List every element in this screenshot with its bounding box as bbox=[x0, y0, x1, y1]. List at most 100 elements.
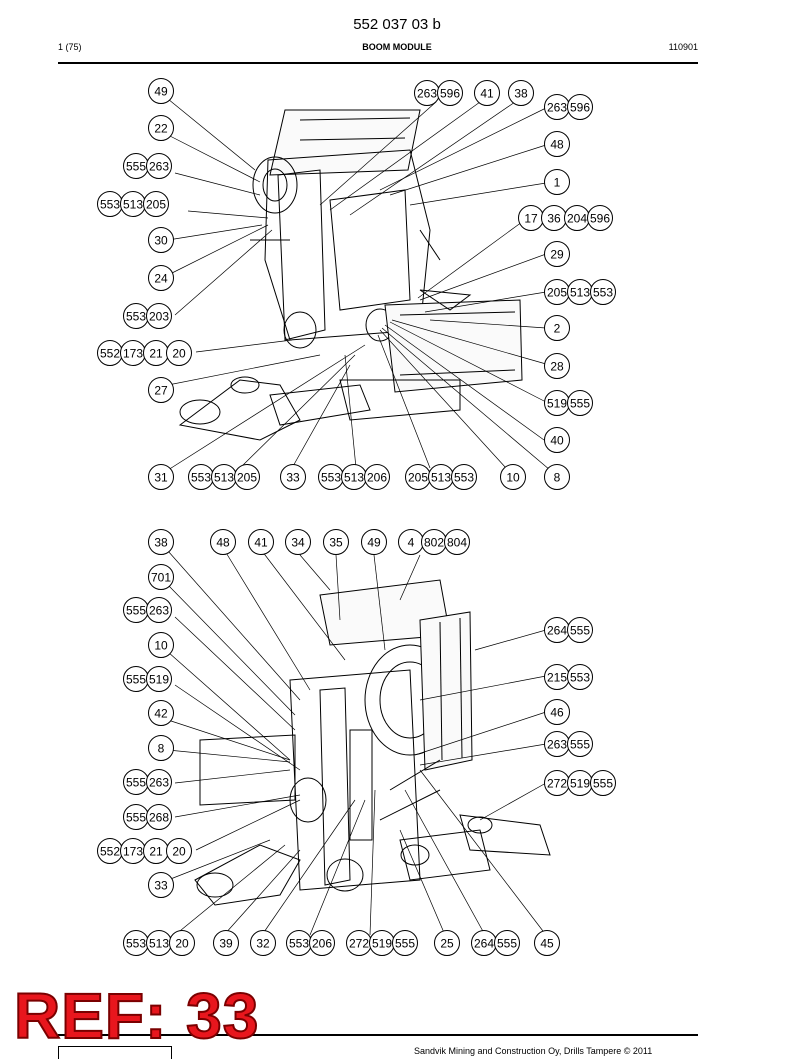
callout-number: 596 bbox=[590, 212, 610, 226]
callout-number: 48 bbox=[216, 536, 230, 550]
callout-35: 35 bbox=[323, 529, 349, 555]
callout-circle bbox=[148, 700, 174, 726]
callout-number: 41 bbox=[480, 87, 494, 101]
callout-number: 205 bbox=[408, 471, 428, 485]
callout-circle bbox=[544, 315, 570, 341]
copyright: Sandvik Mining and Construction Oy, Dril… bbox=[414, 1046, 653, 1056]
callout-circle bbox=[169, 930, 195, 956]
callout-circle bbox=[544, 464, 570, 490]
callout-circle bbox=[567, 664, 593, 690]
callout-number: 21 bbox=[149, 347, 163, 361]
lower-assembly-drawing bbox=[194, 579, 551, 906]
callout-circle bbox=[148, 564, 174, 590]
callout-number: 28 bbox=[550, 360, 564, 374]
callout-circle bbox=[544, 131, 570, 157]
callout-number: 203 bbox=[149, 310, 169, 324]
callout-number: 519 bbox=[547, 397, 567, 411]
callout-number: 263 bbox=[149, 604, 169, 618]
callout-number: 204 bbox=[567, 212, 587, 226]
callout-number: 263 bbox=[149, 160, 169, 174]
callout-circle bbox=[544, 353, 570, 379]
callout-10: 10 bbox=[500, 464, 526, 490]
callout-40: 40 bbox=[544, 427, 570, 453]
callout-34: 34 bbox=[285, 529, 311, 555]
callout-circle bbox=[361, 529, 387, 555]
header-rule bbox=[58, 62, 698, 64]
callout-number: 22 bbox=[154, 122, 168, 136]
date-code: 110901 bbox=[668, 42, 698, 52]
callout-number: 40 bbox=[550, 434, 564, 448]
footer-rule bbox=[58, 1034, 698, 1036]
callout-circle bbox=[143, 191, 169, 217]
callout-number: 596 bbox=[570, 101, 590, 115]
callout-number: 264 bbox=[547, 624, 567, 638]
callout-number: 24 bbox=[154, 272, 168, 286]
callout-number: 27 bbox=[154, 384, 168, 398]
callout-number: 701 bbox=[151, 571, 171, 585]
callout-31: 31 bbox=[148, 464, 174, 490]
callout-circle bbox=[148, 529, 174, 555]
callout-number: 555 bbox=[126, 604, 146, 618]
callout-number: 32 bbox=[256, 937, 270, 951]
callout-number: 552 bbox=[100, 845, 120, 859]
callout-38: 38 bbox=[148, 529, 174, 555]
callout-number: 519 bbox=[570, 777, 590, 791]
callout-circle bbox=[148, 872, 174, 898]
callout-number: 2 bbox=[554, 322, 561, 336]
callout-circle bbox=[392, 930, 418, 956]
callout-number: 206 bbox=[367, 471, 387, 485]
callout-number: 553 bbox=[100, 198, 120, 212]
callout-circle bbox=[544, 427, 570, 453]
callout-circle bbox=[451, 464, 477, 490]
callout-number: 33 bbox=[286, 471, 300, 485]
callout-10: 10 bbox=[148, 632, 174, 658]
callout-number: 513 bbox=[344, 471, 364, 485]
callout-25: 25 bbox=[434, 930, 460, 956]
callout-42: 42 bbox=[148, 700, 174, 726]
callout-circle bbox=[544, 241, 570, 267]
callout-number: 804 bbox=[447, 536, 467, 550]
callout-circle bbox=[587, 205, 613, 231]
callout-circle bbox=[146, 597, 172, 623]
callout-number: 39 bbox=[219, 937, 233, 951]
callout-circle bbox=[309, 930, 335, 956]
callout-number: 272 bbox=[547, 777, 567, 791]
callout-circle bbox=[148, 115, 174, 141]
callout-number: 173 bbox=[123, 347, 143, 361]
callout-number: 519 bbox=[149, 673, 169, 687]
callout-28: 28 bbox=[544, 353, 570, 379]
callout-number: 553 bbox=[454, 471, 474, 485]
callout-number: 513 bbox=[570, 286, 590, 300]
callout-number: 8 bbox=[554, 471, 561, 485]
doc-number: 552 037 03 b bbox=[353, 16, 441, 33]
callout-number: 205 bbox=[146, 198, 166, 212]
callout-number: 513 bbox=[149, 937, 169, 951]
callout-number: 48 bbox=[550, 138, 564, 152]
callout-circle bbox=[474, 80, 500, 106]
callout-number: 8 bbox=[158, 742, 165, 756]
callout-27: 27 bbox=[148, 377, 174, 403]
callout-24: 24 bbox=[148, 265, 174, 291]
callout-number: 42 bbox=[154, 707, 168, 721]
callout-circle bbox=[534, 930, 560, 956]
callout-circle bbox=[508, 80, 534, 106]
callout-number: 555 bbox=[395, 937, 415, 951]
callout-number: 20 bbox=[175, 937, 189, 951]
callout-30: 30 bbox=[148, 227, 174, 253]
callout-circle bbox=[248, 529, 274, 555]
callout-number: 45 bbox=[540, 937, 554, 951]
callout-41: 41 bbox=[248, 529, 274, 555]
callout-circle bbox=[567, 617, 593, 643]
callout-48: 48 bbox=[210, 529, 236, 555]
callout-number: 596 bbox=[440, 87, 460, 101]
